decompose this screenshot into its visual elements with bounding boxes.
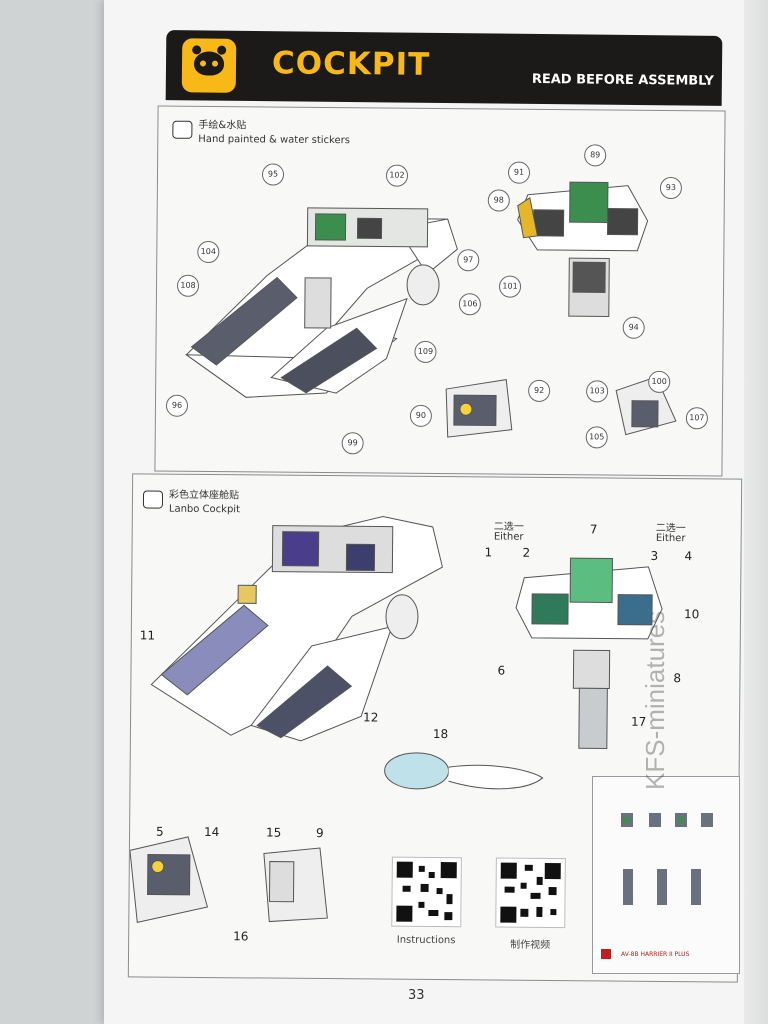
callout-107: 107 xyxy=(685,407,708,430)
label-5: 5 xyxy=(156,824,164,839)
label-8: 8 xyxy=(673,671,682,686)
callout-91: 91 xyxy=(507,161,531,184)
either-en-left: Either xyxy=(493,531,524,543)
watermark: KFS-miniatures xyxy=(640,610,670,790)
page-title: COCKPIT xyxy=(271,45,431,83)
qr-code-video[interactable] xyxy=(495,857,566,929)
label-4: 4 xyxy=(684,549,693,564)
label-6: 6 xyxy=(497,663,506,678)
callout-105: 105 xyxy=(585,426,608,449)
either-cn-right: 二选一 xyxy=(655,522,686,535)
label-9: 9 xyxy=(316,825,324,841)
callout-100: 100 xyxy=(648,370,671,394)
cockpit-diagram-color xyxy=(129,516,663,924)
label-18: 18 xyxy=(432,726,449,742)
label-7: 7 xyxy=(589,522,598,537)
callout-95: 95 xyxy=(261,163,285,186)
qr-label-instructions: Instructions xyxy=(396,934,456,947)
cockpit-diagram-painted xyxy=(184,181,677,438)
bear-face-icon xyxy=(181,38,237,93)
callout-109: 109 xyxy=(414,340,437,363)
label-1: 1 xyxy=(484,545,493,560)
callout-90: 90 xyxy=(409,404,433,427)
callout-94: 94 xyxy=(622,316,645,339)
either-cn-left: 二选一 xyxy=(493,521,524,533)
label-14: 14 xyxy=(204,824,220,840)
page-number: 33 xyxy=(408,988,425,1003)
callout-98: 98 xyxy=(487,189,510,212)
section-lanbo-cockpit: 彩色立体座舱贴 Lanbo Cockpit xyxy=(127,473,743,983)
callout-101: 101 xyxy=(498,275,522,298)
callout-96: 96 xyxy=(165,394,189,417)
reference-thumbnail-art xyxy=(601,813,713,959)
qr-label-video: 制作视频 xyxy=(510,939,551,952)
header-bar: COCKPIT READ BEFORE ASSEMBLY xyxy=(165,30,723,106)
label-11: 11 xyxy=(139,628,156,643)
page-edge xyxy=(744,0,768,1024)
label-16: 16 xyxy=(233,929,249,944)
either-en-right: Either xyxy=(655,532,686,545)
label-12: 12 xyxy=(363,710,379,725)
callout-108: 108 xyxy=(176,274,200,297)
callout-103: 103 xyxy=(586,380,609,403)
label-2: 2 xyxy=(522,545,531,560)
label-3: 3 xyxy=(650,548,659,563)
qr-code-instructions[interactable] xyxy=(391,856,462,928)
reference-caption: AV-8B HARRIER II PLUS xyxy=(621,951,690,958)
label-10: 10 xyxy=(683,607,700,622)
callout-104: 104 xyxy=(197,240,220,264)
callout-102: 102 xyxy=(385,164,409,187)
callout-99: 99 xyxy=(341,432,364,455)
header-subtitle: READ BEFORE ASSEMBLY xyxy=(531,71,714,89)
callout-106: 106 xyxy=(458,293,481,316)
section-hand-painted: 手绘&水贴 Hand painted & water stickers xyxy=(154,105,726,477)
label-15: 15 xyxy=(266,825,282,840)
callout-93: 93 xyxy=(659,176,683,200)
callout-97: 97 xyxy=(457,249,480,272)
callout-92: 92 xyxy=(528,379,551,402)
reference-thumbnail: AV-8B HARRIER II PLUS xyxy=(592,776,740,974)
callout-89: 89 xyxy=(584,144,607,167)
